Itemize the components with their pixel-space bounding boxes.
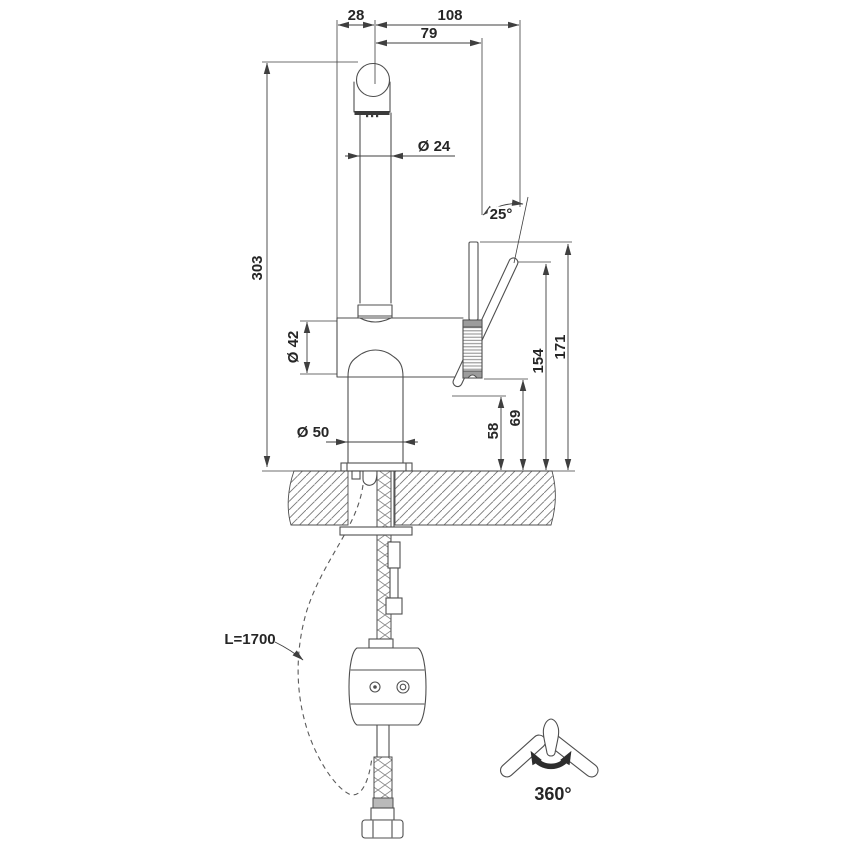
- spout-head: [353, 62, 391, 118]
- base-column: [340, 376, 413, 472]
- dim-height-handle-tip: 154: [530, 348, 547, 374]
- swivel-arm-left: [499, 734, 547, 778]
- dim-height-body-bottom: 69: [507, 410, 524, 427]
- spout-tube: [357, 112, 393, 319]
- hose-end-fitting: [361, 724, 404, 839]
- dim-reach-total: 108: [437, 7, 462, 24]
- dim-height-spout-top: 303: [249, 255, 266, 280]
- aerator-face: [354, 111, 390, 115]
- dim-hose-length: L=1700: [224, 631, 275, 648]
- dim-body-diameter: Ø 42: [285, 331, 302, 364]
- dim-swivel-angle: 360°: [534, 784, 571, 804]
- countertop-section: [287, 470, 556, 526]
- counter-right-slab: [394, 470, 556, 526]
- rotation-arrow: [530, 750, 572, 770]
- dim-reach-inner: 79: [421, 25, 438, 42]
- under-counter-assembly: [297, 470, 427, 839]
- handle-lever-vertical: [468, 241, 479, 321]
- dim-spout-offset: 28: [348, 7, 365, 24]
- hose-counterweight: [348, 638, 427, 726]
- counter-left-slab: [287, 470, 349, 526]
- mounting-washer: [339, 526, 413, 536]
- faucet-body-group: [336, 62, 519, 472]
- angle-arc: [482, 199, 524, 216]
- dimension-labels: 28 108 79 Ø 24 25° 303 Ø 42 Ø 50 58 69 1…: [224, 7, 571, 804]
- dim-base-diameter: Ø 50: [297, 424, 330, 441]
- dim-spout-tube-diameter: Ø 24: [418, 138, 451, 155]
- shank-end: [362, 470, 378, 486]
- pullout-hose-loop: [297, 484, 373, 796]
- hose-leader: [274, 641, 304, 661]
- body-cylinder: [336, 317, 464, 378]
- hex-nut: [361, 819, 404, 839]
- knurled-knob: [462, 319, 483, 379]
- dim-height-handle-bottom: 58: [485, 423, 502, 440]
- dim-handle-angle: 25°: [490, 206, 513, 223]
- swivel-icon: [499, 718, 599, 778]
- weight-screw-right: [396, 680, 410, 694]
- weight-screw-left: [369, 681, 381, 693]
- dimension-lines: [262, 20, 575, 661]
- mounting-stud: [351, 470, 361, 480]
- handle-lever-tilted: [452, 257, 519, 388]
- braided-hose-lower: [373, 756, 393, 799]
- dim-height-lever-top: 171: [552, 334, 569, 359]
- supply-fitting: [385, 541, 403, 615]
